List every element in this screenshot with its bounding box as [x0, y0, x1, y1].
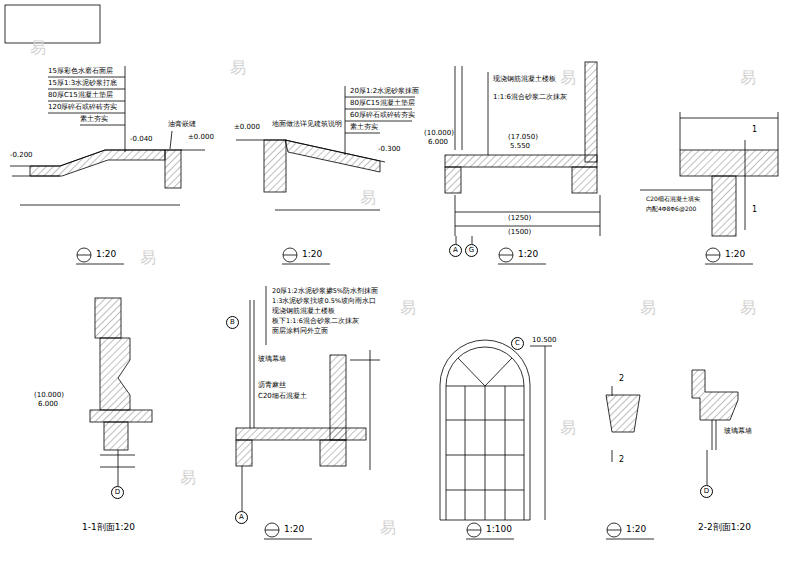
annotation: 1:20 — [96, 250, 116, 259]
annotation: -0.200 — [10, 152, 33, 159]
annotation: 2-2剖面1:20 — [698, 523, 751, 532]
annotation: 现浇钢筋混凝土楼板 — [272, 308, 335, 315]
annotation: 80厚C15混凝土垫层 — [350, 100, 415, 107]
axis-marker: C — [511, 337, 524, 350]
annotation: (10.000) — [34, 392, 64, 399]
watermark: 易 — [560, 420, 576, 436]
annotation: 1:20 — [284, 525, 304, 534]
annotation: (1250) — [508, 215, 531, 222]
watermark: 易 — [640, 300, 656, 316]
watermark: 易 — [560, 70, 576, 86]
annotation: 现浇钢筋混凝土楼板 — [493, 76, 556, 83]
annotation: 1:20 — [518, 250, 538, 259]
annotation: (17.050) — [508, 134, 538, 141]
annotation: (1500) — [508, 229, 531, 236]
axis-marker: A — [235, 511, 248, 524]
annotation: 2 — [619, 456, 624, 464]
annotation: 1:3水泥砂浆找坡0.5%坡向雨水口 — [272, 298, 376, 305]
annotation: 6.000 — [428, 139, 448, 146]
annotation: 玻璃幕墙 — [724, 428, 752, 435]
watermark: 易 — [740, 70, 756, 86]
watermark: 易 — [400, 300, 416, 316]
annotation: 6.000 — [38, 401, 58, 408]
axis-letter: C — [515, 340, 520, 347]
annotation: 素土夯实 — [80, 116, 108, 123]
annotation: (10.000) — [424, 130, 454, 137]
annotation: 玻璃幕墙 — [258, 356, 286, 363]
annotation: 面层涂料同外立面 — [272, 328, 328, 335]
annotation: 2 — [619, 375, 624, 383]
watermark: 易 — [30, 40, 46, 56]
annotation: -0.040 — [130, 136, 153, 143]
axis-letter: A — [239, 514, 244, 521]
annotation: C20细石混凝土填实 — [646, 196, 700, 202]
watermark: 易 — [140, 250, 156, 266]
annotation: 地面做法详见建筑说明 — [272, 121, 342, 128]
annotation: 60厚碎石或碎砖夯实 — [350, 112, 415, 119]
annotation: 板下1:1:6混合砂浆二次抹灰 — [272, 318, 359, 325]
annotation: 油膏嵌缝 — [168, 121, 196, 128]
annotation: 内配4Φ8Φ6@200 — [646, 206, 696, 212]
watermark: 易 — [380, 520, 396, 536]
annotation: 1:100 — [486, 525, 512, 534]
annotation: 10.500 — [532, 337, 557, 344]
watermark: 易 — [230, 60, 246, 76]
annotation: -0.300 — [378, 146, 401, 153]
axis-letter: D — [704, 488, 709, 495]
annotation: C20细石混凝土 — [258, 393, 307, 400]
axis-marker: D — [111, 486, 124, 499]
annotation: 1-1剖面1:20 — [82, 523, 135, 532]
axis-letter: G — [469, 247, 474, 254]
annotation: 5.550 — [510, 143, 530, 150]
annotation: 1 — [752, 206, 757, 214]
axis-letter: A — [453, 247, 458, 254]
axis-letter: D — [115, 489, 120, 496]
annotation: 1 — [752, 126, 757, 134]
axis-marker: B — [226, 316, 239, 329]
annotation: ±0.000 — [234, 124, 260, 131]
annotation: 15厚彩色水磨石面层 — [48, 68, 113, 75]
axis-marker: A — [449, 244, 462, 257]
annotation: 1:20 — [626, 525, 646, 534]
annotation: 1:20 — [725, 250, 745, 259]
annotation: ±0.000 — [188, 134, 214, 141]
annotation: 素土夯实 — [350, 124, 378, 131]
annotation: 80厚C15混凝土垫层 — [48, 92, 113, 99]
annotation: 沥青麻丝 — [258, 382, 286, 389]
axis-marker: D — [700, 485, 713, 498]
watermark: 易 — [740, 300, 756, 316]
annotation: 20厚1:2水泥砂浆抹面 — [350, 88, 419, 95]
axis-letter: B — [230, 319, 235, 326]
axis-marker: G — [465, 244, 478, 257]
watermark: 易 — [180, 470, 196, 486]
annotation: 1:1:6混合砂浆二次抹灰 — [493, 94, 567, 101]
watermark: 易 — [360, 190, 376, 206]
annotation: 1:20 — [302, 250, 322, 259]
annotation: 20厚1:2水泥砂浆掺5%防水剂抹面 — [272, 288, 378, 295]
annotation: 120厚碎石或碎砖夯实 — [48, 104, 117, 111]
annotation: 15厚1:3水泥砂浆打底 — [48, 80, 117, 87]
